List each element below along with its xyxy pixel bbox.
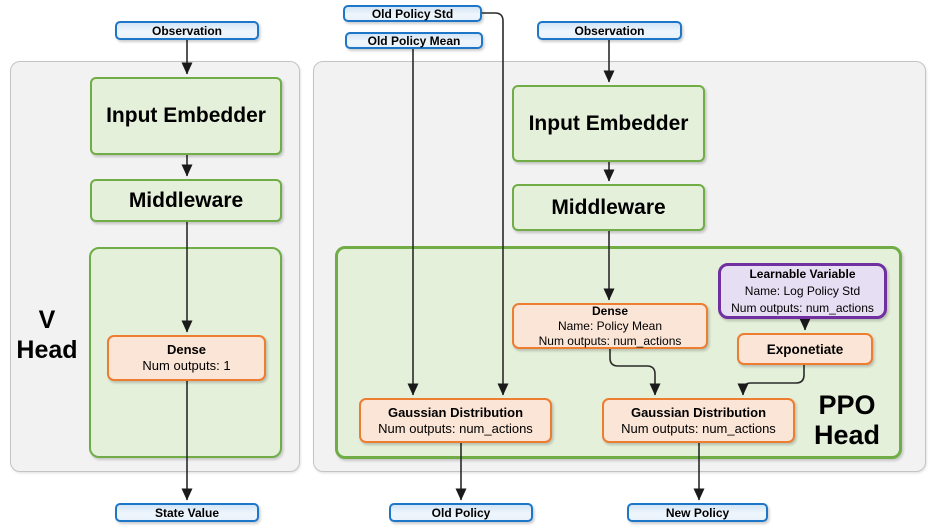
node-observation-ppo: Observation: [537, 21, 682, 40]
node-gaussian-new-title: Gaussian Distribution: [630, 404, 767, 420]
node-exponetiate: Exponetiate: [737, 333, 873, 365]
node-dense-v-title: Dense: [166, 342, 207, 357]
node-dense-policy-mean-name: Name: Policy Mean: [557, 318, 663, 333]
node-old-policy-mean: Old Policy Mean: [345, 32, 483, 49]
ppo-head-title-line2: Head: [813, 420, 881, 450]
node-dense-policy-mean-title: Dense: [591, 303, 629, 318]
node-observation-ppo-label: Observation: [574, 23, 645, 38]
node-old-policy: Old Policy: [389, 503, 533, 522]
node-gaussian-old-title: Gaussian Distribution: [387, 404, 524, 420]
node-dense-policy-mean-outputs: Num outputs: num_actions: [538, 333, 682, 348]
node-old-policy-std: Old Policy Std: [343, 5, 482, 22]
node-gaussian-new: Gaussian Distribution Num outputs: num_a…: [602, 398, 795, 443]
node-middleware-v: Middleware: [90, 179, 282, 222]
node-middleware-v-label: Middleware: [128, 188, 244, 212]
node-learnable-variable: Learnable Variable Name: Log Policy Std …: [718, 263, 887, 319]
node-dense-v: Dense Num outputs: 1: [107, 335, 266, 381]
node-old-policy-label: Old Policy: [431, 505, 491, 520]
node-new-policy: New Policy: [627, 503, 768, 522]
ppo-head-title: PPO Head: [805, 390, 889, 450]
node-new-policy-label: New Policy: [665, 505, 730, 520]
v-head-title-line1: V: [38, 306, 56, 334]
v-head-title: V Head: [6, 305, 88, 365]
node-state-value: State Value: [115, 503, 259, 522]
node-dense-policy-mean: Dense Name: Policy Mean Num outputs: num…: [512, 303, 708, 349]
node-gaussian-old: Gaussian Distribution Num outputs: num_a…: [359, 398, 552, 443]
node-learnable-variable-name: Name: Log Policy Std: [744, 283, 861, 298]
node-observation-v: Observation: [115, 21, 259, 40]
node-input-embedder-ppo-label: Input Embedder: [528, 111, 689, 135]
node-exponetiate-label: Exponetiate: [766, 341, 844, 357]
node-gaussian-new-outputs: Num outputs: num_actions: [621, 420, 776, 436]
node-state-value-label: State Value: [154, 505, 220, 520]
node-dense-v-outputs: Num outputs: 1: [142, 358, 231, 373]
node-observation-v-label: Observation: [151, 23, 223, 38]
node-old-policy-std-label: Old Policy Std: [371, 6, 454, 21]
v-head-title-line2: Head: [16, 336, 78, 364]
node-gaussian-old-outputs: Num outputs: num_actions: [378, 420, 533, 436]
node-old-policy-mean-label: Old Policy Mean: [367, 33, 461, 48]
node-input-embedder-v-label: Input Embedder: [106, 104, 266, 127]
node-learnable-variable-title: Learnable Variable: [749, 266, 856, 281]
node-learnable-variable-outputs: Num outputs: num_actions: [731, 300, 874, 315]
ppo-head-title-line1: PPO: [818, 390, 876, 420]
node-input-embedder-ppo: Input Embedder: [512, 85, 705, 162]
node-middleware-ppo: Middleware: [512, 184, 705, 231]
node-middleware-ppo-label: Middleware: [551, 195, 666, 219]
node-input-embedder-v: Input Embedder: [90, 77, 282, 155]
